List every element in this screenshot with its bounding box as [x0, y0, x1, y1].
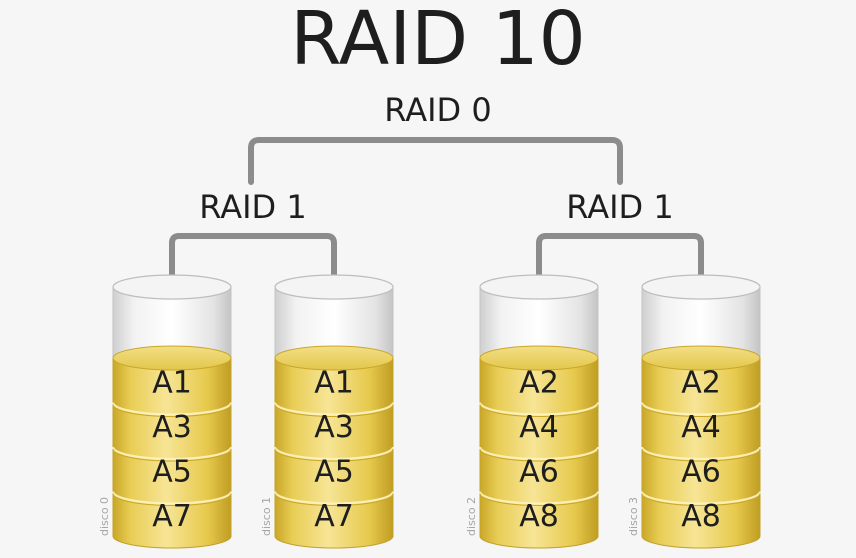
diagram-title: RAID 10 — [290, 0, 586, 82]
data-stack-top — [479, 345, 599, 371]
data-block-label: A1 — [152, 365, 192, 400]
block-separator — [273, 402, 395, 416]
block-separator — [111, 402, 233, 416]
data-stack-top — [641, 345, 761, 371]
block-separator-shadow — [641, 448, 761, 462]
block-separator-shadow — [641, 493, 761, 506]
raid1-connector-left — [169, 233, 337, 287]
data-block-label: A5 — [152, 454, 192, 489]
raid0-connector — [248, 137, 623, 185]
data-stack — [641, 357, 761, 549]
block-separator-shadow — [112, 404, 232, 417]
block-separator — [640, 402, 762, 416]
block-separator-shadow — [479, 493, 599, 506]
block-separator-shadow — [274, 404, 394, 417]
block-separator — [640, 491, 762, 505]
disk-label: disco 2 — [465, 497, 478, 536]
data-block-label: A7 — [314, 499, 354, 534]
raid1-label-left: RAID 1 — [199, 188, 306, 226]
data-block-label: A8 — [519, 499, 559, 534]
block-separator — [640, 446, 762, 461]
data-stack — [479, 357, 599, 549]
disk-top-rim — [274, 274, 394, 300]
data-block-label: A4 — [681, 410, 721, 445]
block-separator — [478, 491, 600, 505]
raid1-label-right: RAID 1 — [566, 188, 673, 226]
data-block-label: A4 — [519, 410, 559, 445]
disk-top-rim — [641, 274, 761, 300]
block-separator — [111, 491, 233, 505]
disk-label: disco 0 — [98, 497, 111, 536]
disk-label: disco 1 — [260, 497, 273, 536]
block-separator — [111, 446, 233, 461]
block-separator — [478, 446, 600, 461]
disk-label: disco 3 — [627, 497, 640, 536]
data-block-label: A1 — [314, 365, 354, 400]
data-block-label: A2 — [681, 365, 721, 400]
data-stack — [274, 357, 394, 549]
data-block-label: A6 — [519, 454, 559, 489]
data-block-label: A8 — [681, 499, 721, 534]
disk-top-rim — [479, 274, 599, 300]
block-separator-shadow — [274, 448, 394, 462]
block-separator — [273, 446, 395, 461]
data-stack-top — [112, 345, 232, 371]
block-separator-shadow — [112, 493, 232, 506]
block-separator — [273, 491, 395, 505]
block-separator-shadow — [641, 404, 761, 417]
block-separator-shadow — [112, 448, 232, 462]
data-stack-top — [274, 345, 394, 371]
raid1-connector-right — [536, 233, 704, 287]
data-block-label: A7 — [152, 499, 192, 534]
block-separator-shadow — [274, 493, 394, 506]
data-block-label: A5 — [314, 454, 354, 489]
data-stack — [112, 357, 232, 549]
data-block-label: A3 — [314, 410, 354, 445]
raid0-label: RAID 0 — [384, 91, 491, 129]
block-separator — [478, 402, 600, 416]
block-separator-shadow — [479, 448, 599, 462]
block-separator-shadow — [479, 404, 599, 417]
disk-top-rim — [112, 274, 232, 300]
data-block-label: A2 — [519, 365, 559, 400]
data-block-label: A3 — [152, 410, 192, 445]
data-block-label: A6 — [681, 454, 721, 489]
